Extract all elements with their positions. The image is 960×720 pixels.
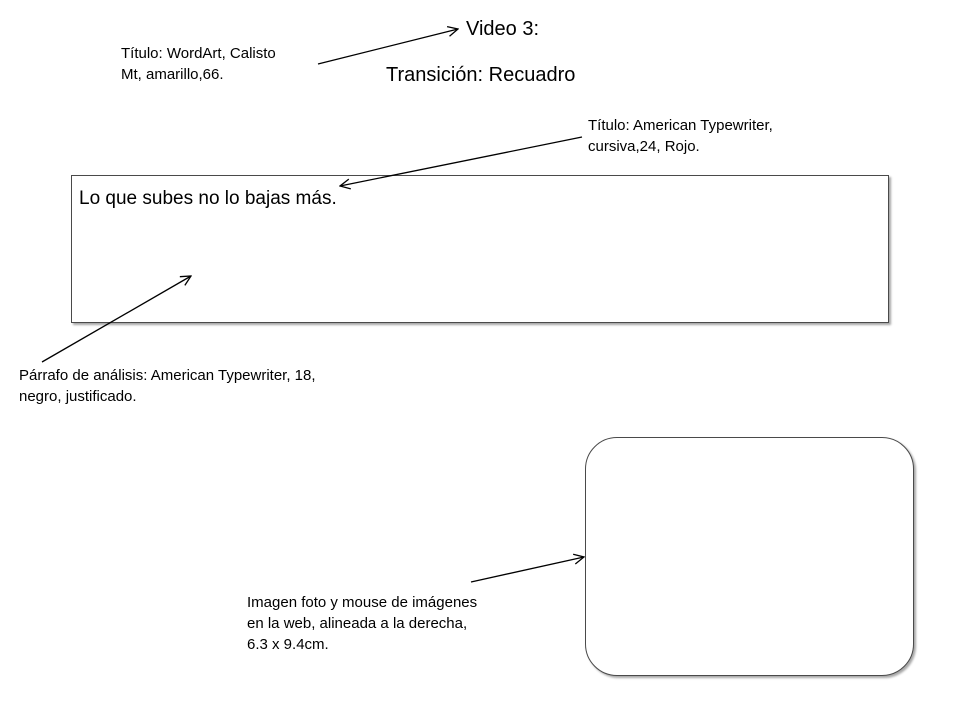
arrow-to-video-title [317,29,458,65]
note-paragraph-font: Párrafo de análisis: American Typewriter… [19,365,316,407]
note-line: Párrafo de análisis: American Typewriter… [19,367,316,384]
note-line: cursiva,24, Rojo. [588,138,700,155]
note-line: 6.3 x 9.4cm. [247,636,329,653]
note-image: Imagen foto y mouse de imágenes en la we… [247,592,477,655]
arrow-to-image-placeholder [470,557,584,583]
note-line: en la web, alineada a la derecha, [247,615,468,632]
note-line: Título: WordArt, Calisto [121,45,276,62]
text-box-sample: Lo que subes no lo bajas más. [79,188,337,209]
video-title: Video 3: [466,18,540,40]
note-title-font: Título: WordArt, Calisto Mt, amarillo,66… [121,43,276,85]
note-line: Imagen foto y mouse de imágenes [247,594,478,611]
image-placeholder[interactable] [585,437,914,676]
note-line: Mt, amarillo,66. [121,66,224,83]
note-heading-font: Título: American Typewriter, cursiva,24,… [588,115,773,157]
text-box[interactable]: Lo que subes no lo bajas más. [71,175,889,323]
transition-label: Transición: Recuadro [386,64,576,86]
note-line: Título: American Typewriter, [588,117,773,134]
note-line: negro, justificado. [19,388,137,405]
